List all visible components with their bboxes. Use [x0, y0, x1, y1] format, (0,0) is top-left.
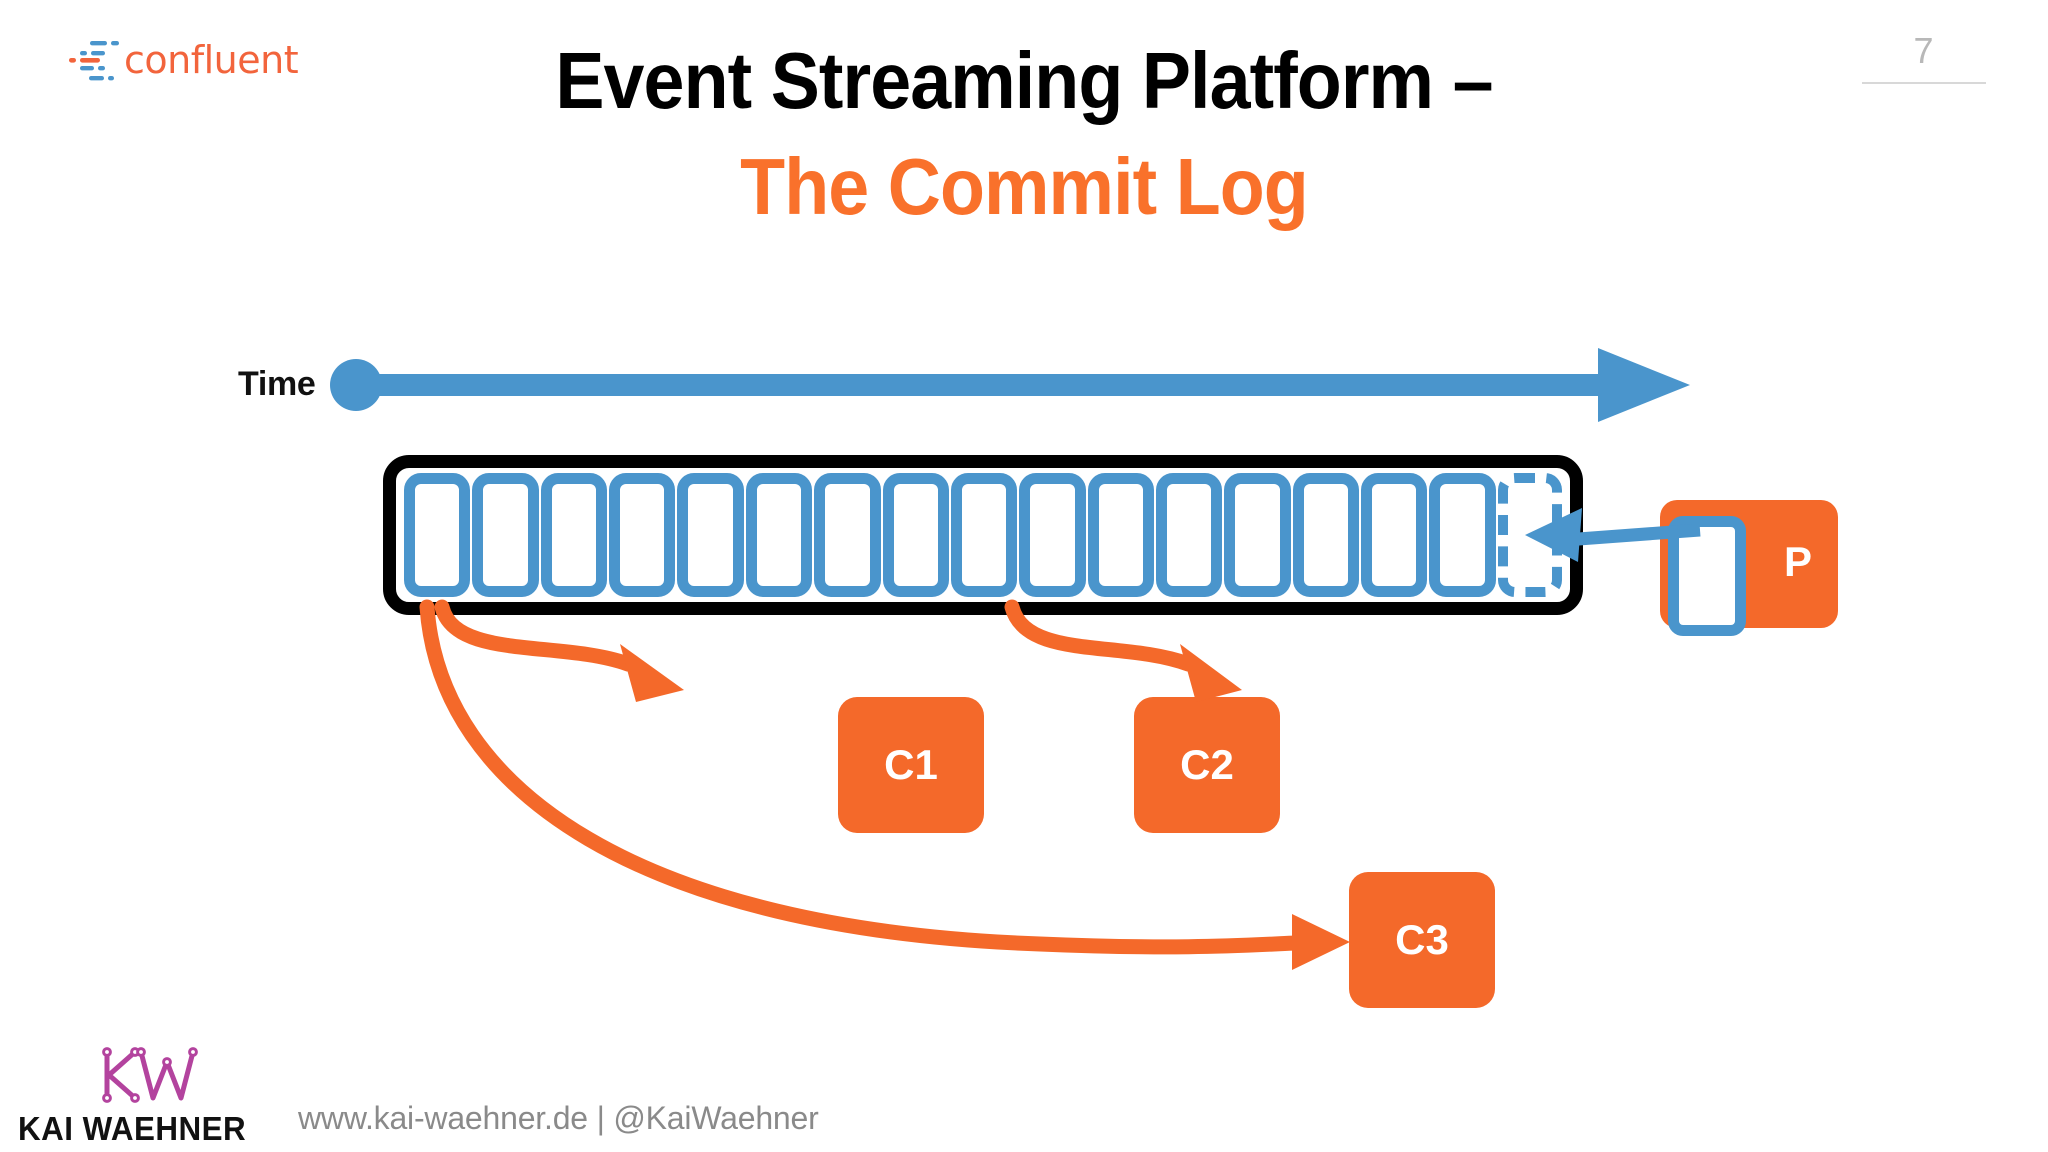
log-cell[interactable]	[540, 473, 608, 597]
time-axis-arrow	[330, 348, 1690, 422]
log-cell[interactable]	[1087, 473, 1154, 597]
slide-title: Event Streaming Platform – The Commit Lo…	[0, 28, 2048, 240]
consumer-c2[interactable]: C2	[1134, 697, 1280, 833]
page-number: 7	[1913, 30, 1935, 71]
consumer-c3[interactable]: C3	[1349, 872, 1495, 1008]
author-url: www.kai-waehner.de | @KaiWaehner	[298, 1100, 819, 1136]
confluent-mark-icon	[69, 41, 119, 81]
commit-log	[383, 455, 1583, 615]
consume-arrow-c2	[1004, 599, 1242, 702]
title-line-1: Event Streaming Platform –	[555, 36, 1493, 125]
log-cell[interactable]	[950, 473, 1018, 597]
log-cell[interactable]	[1019, 473, 1086, 597]
log-cell[interactable]	[814, 473, 881, 597]
confluent-wordmark: confluent	[124, 38, 299, 82]
time-axis-label: Time	[238, 365, 316, 403]
log-cell[interactable]	[745, 473, 813, 597]
kw-monogram-icon	[102, 1047, 198, 1103]
log-cell[interactable]	[404, 473, 471, 597]
log-cell[interactable]	[609, 473, 676, 597]
log-cell[interactable]	[882, 473, 949, 597]
page-number-container: 7	[1862, 30, 1986, 84]
page-number-rule	[1862, 82, 1986, 84]
log-cell[interactable]	[472, 473, 539, 597]
producer-label: P	[1783, 538, 1812, 585]
log-cell[interactable]	[1155, 473, 1223, 597]
time-axis-line	[356, 374, 1612, 396]
confluent-logo: confluent	[68, 32, 299, 90]
log-cell[interactable]	[1361, 473, 1428, 597]
log-cell-pending[interactable]	[1497, 473, 1563, 597]
author-logo: KAI WAEHNER	[10, 1040, 300, 1152]
log-cell[interactable]	[1224, 473, 1291, 597]
log-cell[interactable]	[1429, 473, 1496, 597]
log-cell[interactable]	[1292, 473, 1360, 597]
consume-arrow-c1	[434, 599, 684, 702]
author-name: KAI WAEHNER	[18, 1110, 247, 1147]
producer-p[interactable]: P	[1660, 500, 1838, 636]
title-line-2: The Commit Log	[740, 142, 1309, 231]
log-cell[interactable]	[677, 473, 744, 597]
consumer-c1[interactable]: C1	[838, 697, 984, 833]
producer-record-slot	[1668, 516, 1746, 636]
arrow-right-icon	[1598, 348, 1690, 422]
